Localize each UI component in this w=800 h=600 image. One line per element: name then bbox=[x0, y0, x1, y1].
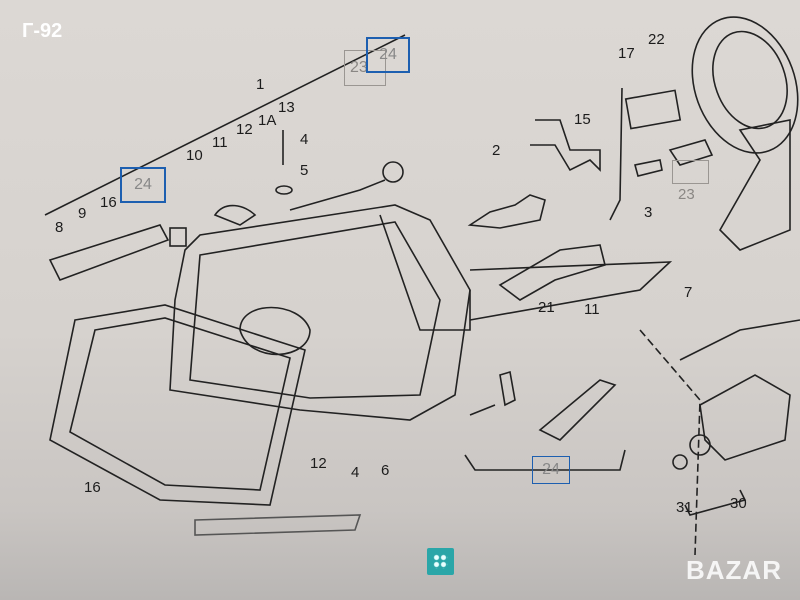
callout-4: 4 bbox=[351, 464, 360, 481]
callout-13: 13 bbox=[278, 99, 295, 116]
callout-8: 8 bbox=[55, 219, 64, 236]
callout-31: 31 bbox=[676, 499, 693, 516]
grid-icon[interactable] bbox=[427, 548, 454, 575]
headlight-housing bbox=[169, 204, 471, 421]
callout-7: 7 bbox=[684, 284, 693, 301]
callout-24-highlight[interactable]: 24 bbox=[366, 37, 410, 73]
callout-21: 21 bbox=[538, 299, 555, 316]
callout-box bbox=[344, 50, 386, 86]
callout-30: 30 bbox=[730, 495, 747, 512]
leader-line bbox=[44, 34, 406, 216]
code-label: Г-92 bbox=[22, 20, 63, 42]
adjuster-11 bbox=[498, 244, 606, 301]
callout-9: 9 bbox=[78, 205, 87, 222]
callout-4: 4 bbox=[300, 131, 309, 148]
lever-24 bbox=[538, 379, 617, 441]
callout-6: 6 bbox=[381, 462, 390, 479]
watermark-logo: BAZAR bbox=[686, 555, 782, 585]
callout-23: 23 bbox=[350, 59, 368, 76]
bulb-2 bbox=[467, 194, 546, 229]
callout-23: 23 bbox=[678, 186, 695, 203]
callout-16: 16 bbox=[100, 194, 117, 211]
callout-2: 2 bbox=[492, 142, 501, 159]
bracket-24 bbox=[464, 449, 626, 471]
callout-12: 12 bbox=[236, 121, 253, 138]
holder-22 bbox=[624, 89, 682, 130]
lever-8 bbox=[48, 224, 170, 281]
callout-3: 3 bbox=[644, 204, 653, 221]
callout-12: 12 bbox=[310, 455, 327, 472]
motor-30 bbox=[699, 374, 791, 461]
callout-box bbox=[672, 160, 709, 184]
callout-24-highlight[interactable]: 24 bbox=[532, 456, 570, 484]
callout-11: 11 bbox=[212, 134, 228, 151]
callout-10: 10 bbox=[186, 147, 203, 164]
callout-24-highlight[interactable]: 24 bbox=[120, 167, 166, 203]
callout-22: 22 bbox=[648, 31, 665, 48]
callout-17: 17 bbox=[618, 45, 635, 62]
rod-17 bbox=[609, 87, 623, 221]
callout-15: 15 bbox=[574, 111, 591, 128]
bezel-frame-16 bbox=[49, 304, 306, 506]
callout-11: 11 bbox=[584, 301, 600, 318]
callout-5: 5 bbox=[300, 162, 309, 179]
callout-16: 16 bbox=[84, 479, 101, 496]
callout-1: 1 bbox=[256, 76, 265, 93]
callout-1a: 1A bbox=[258, 112, 277, 129]
